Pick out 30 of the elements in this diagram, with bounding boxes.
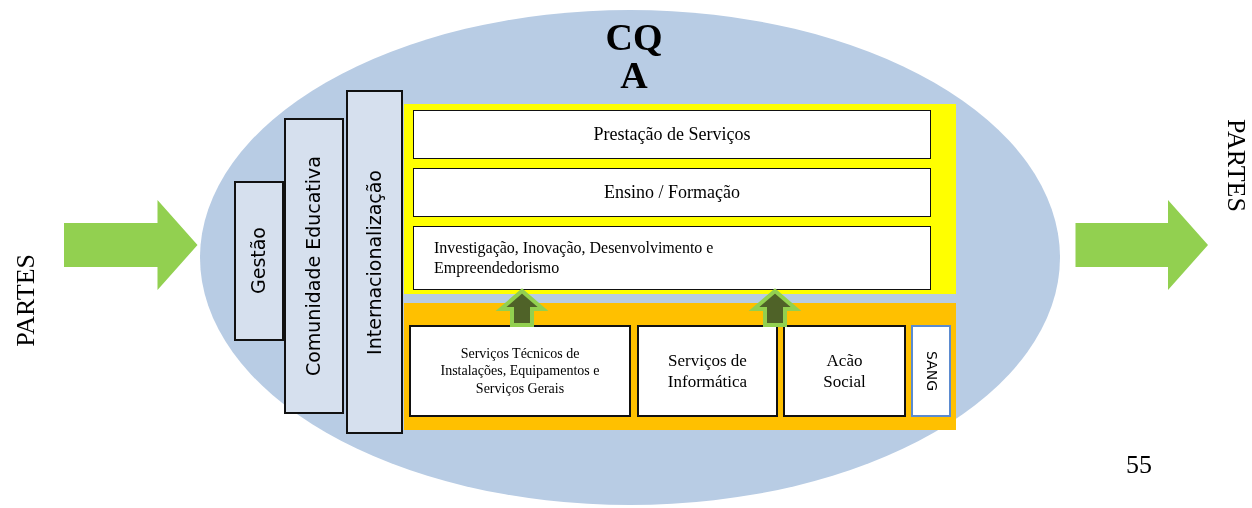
block-arrow [495, 288, 549, 327]
box-label: Serviços de Informática [666, 349, 749, 393]
box-label: Gestão [247, 227, 271, 295]
page-number: 55 [1126, 450, 1152, 480]
block-arrow [748, 288, 802, 327]
box-label: SANG [922, 350, 940, 391]
service-box [911, 325, 951, 417]
process-box [413, 168, 931, 217]
box-label: PARTES [9, 253, 41, 347]
box-label: Comunidade Educativa [302, 155, 326, 377]
block-arrow [1075, 200, 1208, 290]
box-label: Prestação de Serviços [592, 123, 752, 146]
box-label: Serviços Técnicos de Instalações, Equipamentos e Serviços Gerais [439, 344, 601, 398]
area-box [284, 118, 344, 414]
title-text: CQA [604, 18, 664, 94]
band-background [404, 303, 956, 430]
service-box [783, 325, 906, 417]
area-box [234, 181, 284, 341]
area-box [346, 90, 403, 434]
process-box [413, 226, 931, 290]
process-box [413, 110, 931, 159]
band-background [404, 104, 956, 294]
box-label: Internacionalização [362, 169, 386, 355]
box-label: Ensino / Formação [603, 181, 741, 204]
box-label: Investigação, Inovação, Desenvolvimento e Empreendedorismo [433, 238, 715, 278]
service-box [637, 325, 778, 417]
block-arrow [64, 200, 198, 290]
box-label: PARTES [1221, 118, 1252, 212]
box-label: Acão Social [822, 349, 867, 393]
service-box [409, 325, 631, 417]
